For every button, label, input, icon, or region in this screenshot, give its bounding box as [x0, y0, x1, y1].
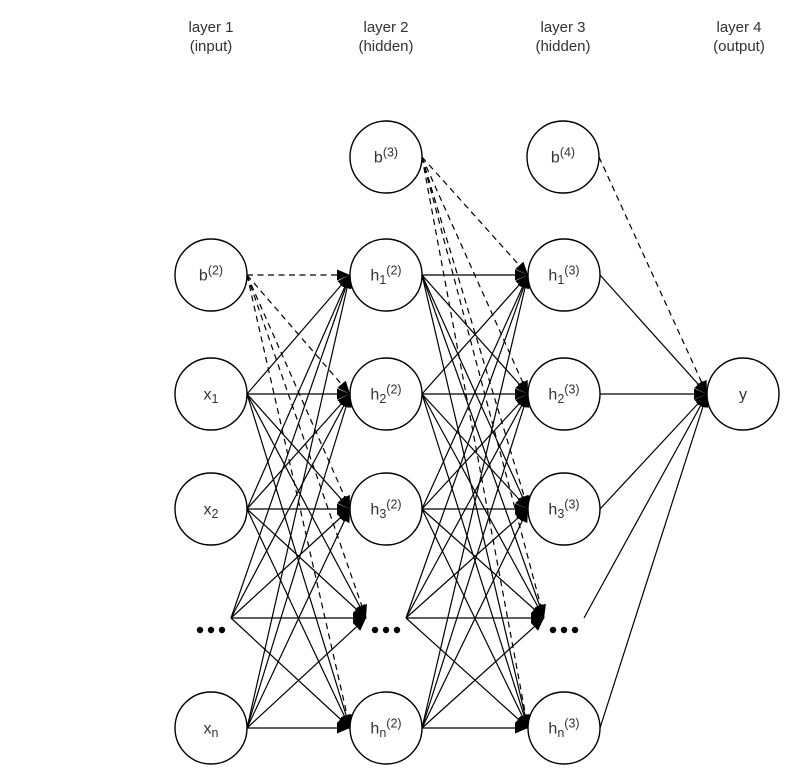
- edge-dots2-h2_3: [405, 393, 529, 619]
- edge-dots1-h2_2: [230, 393, 351, 619]
- edge-dots2-h3_3: [405, 508, 529, 619]
- edge-h3_3-y: [599, 393, 708, 510]
- node-h2_2: [349, 357, 423, 431]
- node-x1: [174, 357, 248, 431]
- nodes-layer: [174, 120, 780, 765]
- dot: [549, 626, 557, 634]
- layer-2-title: layer 2: [363, 19, 409, 36]
- node-h3_3: [527, 472, 601, 546]
- node-h1_2: [349, 238, 423, 312]
- dot: [196, 626, 204, 634]
- edge-b2-dots2-dashed: [246, 274, 367, 619]
- node-label-h3_2: h3(2): [370, 498, 401, 522]
- layer-header-2: layer 2 (hidden): [316, 18, 456, 56]
- layer-4-subtitle: (output): [713, 38, 765, 55]
- node-h3_2: [349, 472, 423, 546]
- edge-dots3-y: [583, 393, 708, 619]
- edge-b3-h1_3-dashed: [421, 156, 529, 276]
- edge-h3_2-h1_3: [421, 274, 529, 510]
- edge-x2-h2_2: [246, 393, 351, 510]
- edge-dots1-hn_2: [230, 617, 351, 729]
- ellipsis-dots-dots2: [371, 626, 401, 634]
- edge-dots2-h1_3: [405, 274, 529, 619]
- dot: [571, 626, 579, 634]
- dot: [393, 626, 401, 634]
- edge-xn-h3_2: [246, 508, 351, 729]
- node-label-x1: x1: [204, 387, 219, 407]
- labels-layer: b(2) x1 x2 xn b(3) h1(2) h2(2) h3(2) hn(2) b(4) h1…: [199, 146, 747, 741]
- edge-b2-h3_2-dashed: [246, 274, 351, 510]
- edge-hn_2-h1_3: [421, 274, 531, 729]
- node-h1_3: [527, 238, 601, 312]
- node-label-h1_3: h1(3): [548, 264, 579, 288]
- node-b2: [174, 238, 248, 312]
- edge-dots1-h1_2: [230, 274, 351, 619]
- node-hn_2: [349, 691, 423, 765]
- layer-header-3: layer 3 (hidden): [493, 18, 633, 56]
- node-label-hn_2: hn(2): [370, 717, 401, 741]
- edge-dots1-h3_2: [230, 508, 351, 619]
- edge-hn_2-dots3: [421, 617, 545, 729]
- edge-x2-dots2: [246, 508, 367, 619]
- node-label-b2: b(2): [199, 264, 223, 285]
- edge-hn_3-y: [599, 393, 709, 729]
- edge-b3-hn_3-dashed: [421, 156, 532, 729]
- node-hn_3: [527, 691, 601, 765]
- ellipsis-dots-dots1: [196, 626, 226, 634]
- node-label-hn_3: hn(3): [548, 717, 579, 741]
- edge-xn-h2_2: [246, 393, 352, 729]
- layer-header-4: layer 4 (output): [669, 18, 785, 56]
- node-b3: [349, 120, 423, 194]
- node-label-xn: xn: [204, 721, 219, 741]
- dot: [207, 626, 215, 634]
- layer-3-subtitle: (hidden): [535, 38, 591, 55]
- node-label-h2_3: h2(3): [548, 383, 579, 407]
- dot: [382, 626, 390, 634]
- layer-4-title: layer 4: [716, 19, 762, 36]
- layer-1-title: layer 1: [188, 19, 234, 36]
- node-h2_3: [527, 357, 601, 431]
- edge-h3_2-h2_3: [421, 393, 529, 510]
- ellipsis-dots-dots3: [549, 626, 579, 634]
- edge-h1_2-dots3: [421, 274, 545, 619]
- edge-h2_2-h1_3: [421, 274, 529, 395]
- layer-1-subtitle: (input): [189, 38, 233, 55]
- node-y: [706, 357, 780, 431]
- layer-3-title: layer 3: [540, 19, 586, 36]
- layer-header-1: layer 1 (input): [141, 18, 281, 56]
- node-label-b4: b(4): [551, 146, 575, 167]
- node-label-y: y: [739, 387, 747, 404]
- edge-b3-dots3-dashed: [421, 156, 546, 619]
- node-label-h1_2: h1(2): [370, 264, 401, 288]
- node-label-b3: b(3): [374, 146, 398, 167]
- node-label-h3_3: h3(3): [548, 498, 579, 522]
- edge-h1_3-y: [599, 274, 708, 395]
- dot: [560, 626, 568, 634]
- dot: [371, 626, 379, 634]
- edge-b3-h3_3-dashed: [421, 156, 530, 510]
- edge-b4-y-dashed: [598, 156, 708, 395]
- node-xn: [174, 691, 248, 765]
- edge-hn_2-h3_3: [421, 508, 529, 729]
- node-label-x2: x2: [204, 502, 219, 522]
- edge-b3-h2_3-dashed: [421, 156, 529, 395]
- edges-layer: [230, 156, 709, 734]
- edge-h3_2-dots3: [421, 508, 545, 619]
- edge-x1-dots2: [246, 393, 367, 619]
- layer-2-subtitle: (hidden): [358, 38, 414, 55]
- node-x2: [174, 472, 248, 546]
- edge-b2-hn_2-dashed: [246, 274, 353, 729]
- edge-xn-dots2: [246, 617, 367, 729]
- dot: [218, 626, 226, 634]
- node-b4: [526, 120, 600, 194]
- node-label-h2_2: h2(2): [370, 383, 401, 407]
- edge-b2-h2_2-dashed: [246, 274, 351, 395]
- edge-dots2-hn_3: [405, 617, 529, 729]
- edge-h2_2-dots3: [421, 393, 545, 619]
